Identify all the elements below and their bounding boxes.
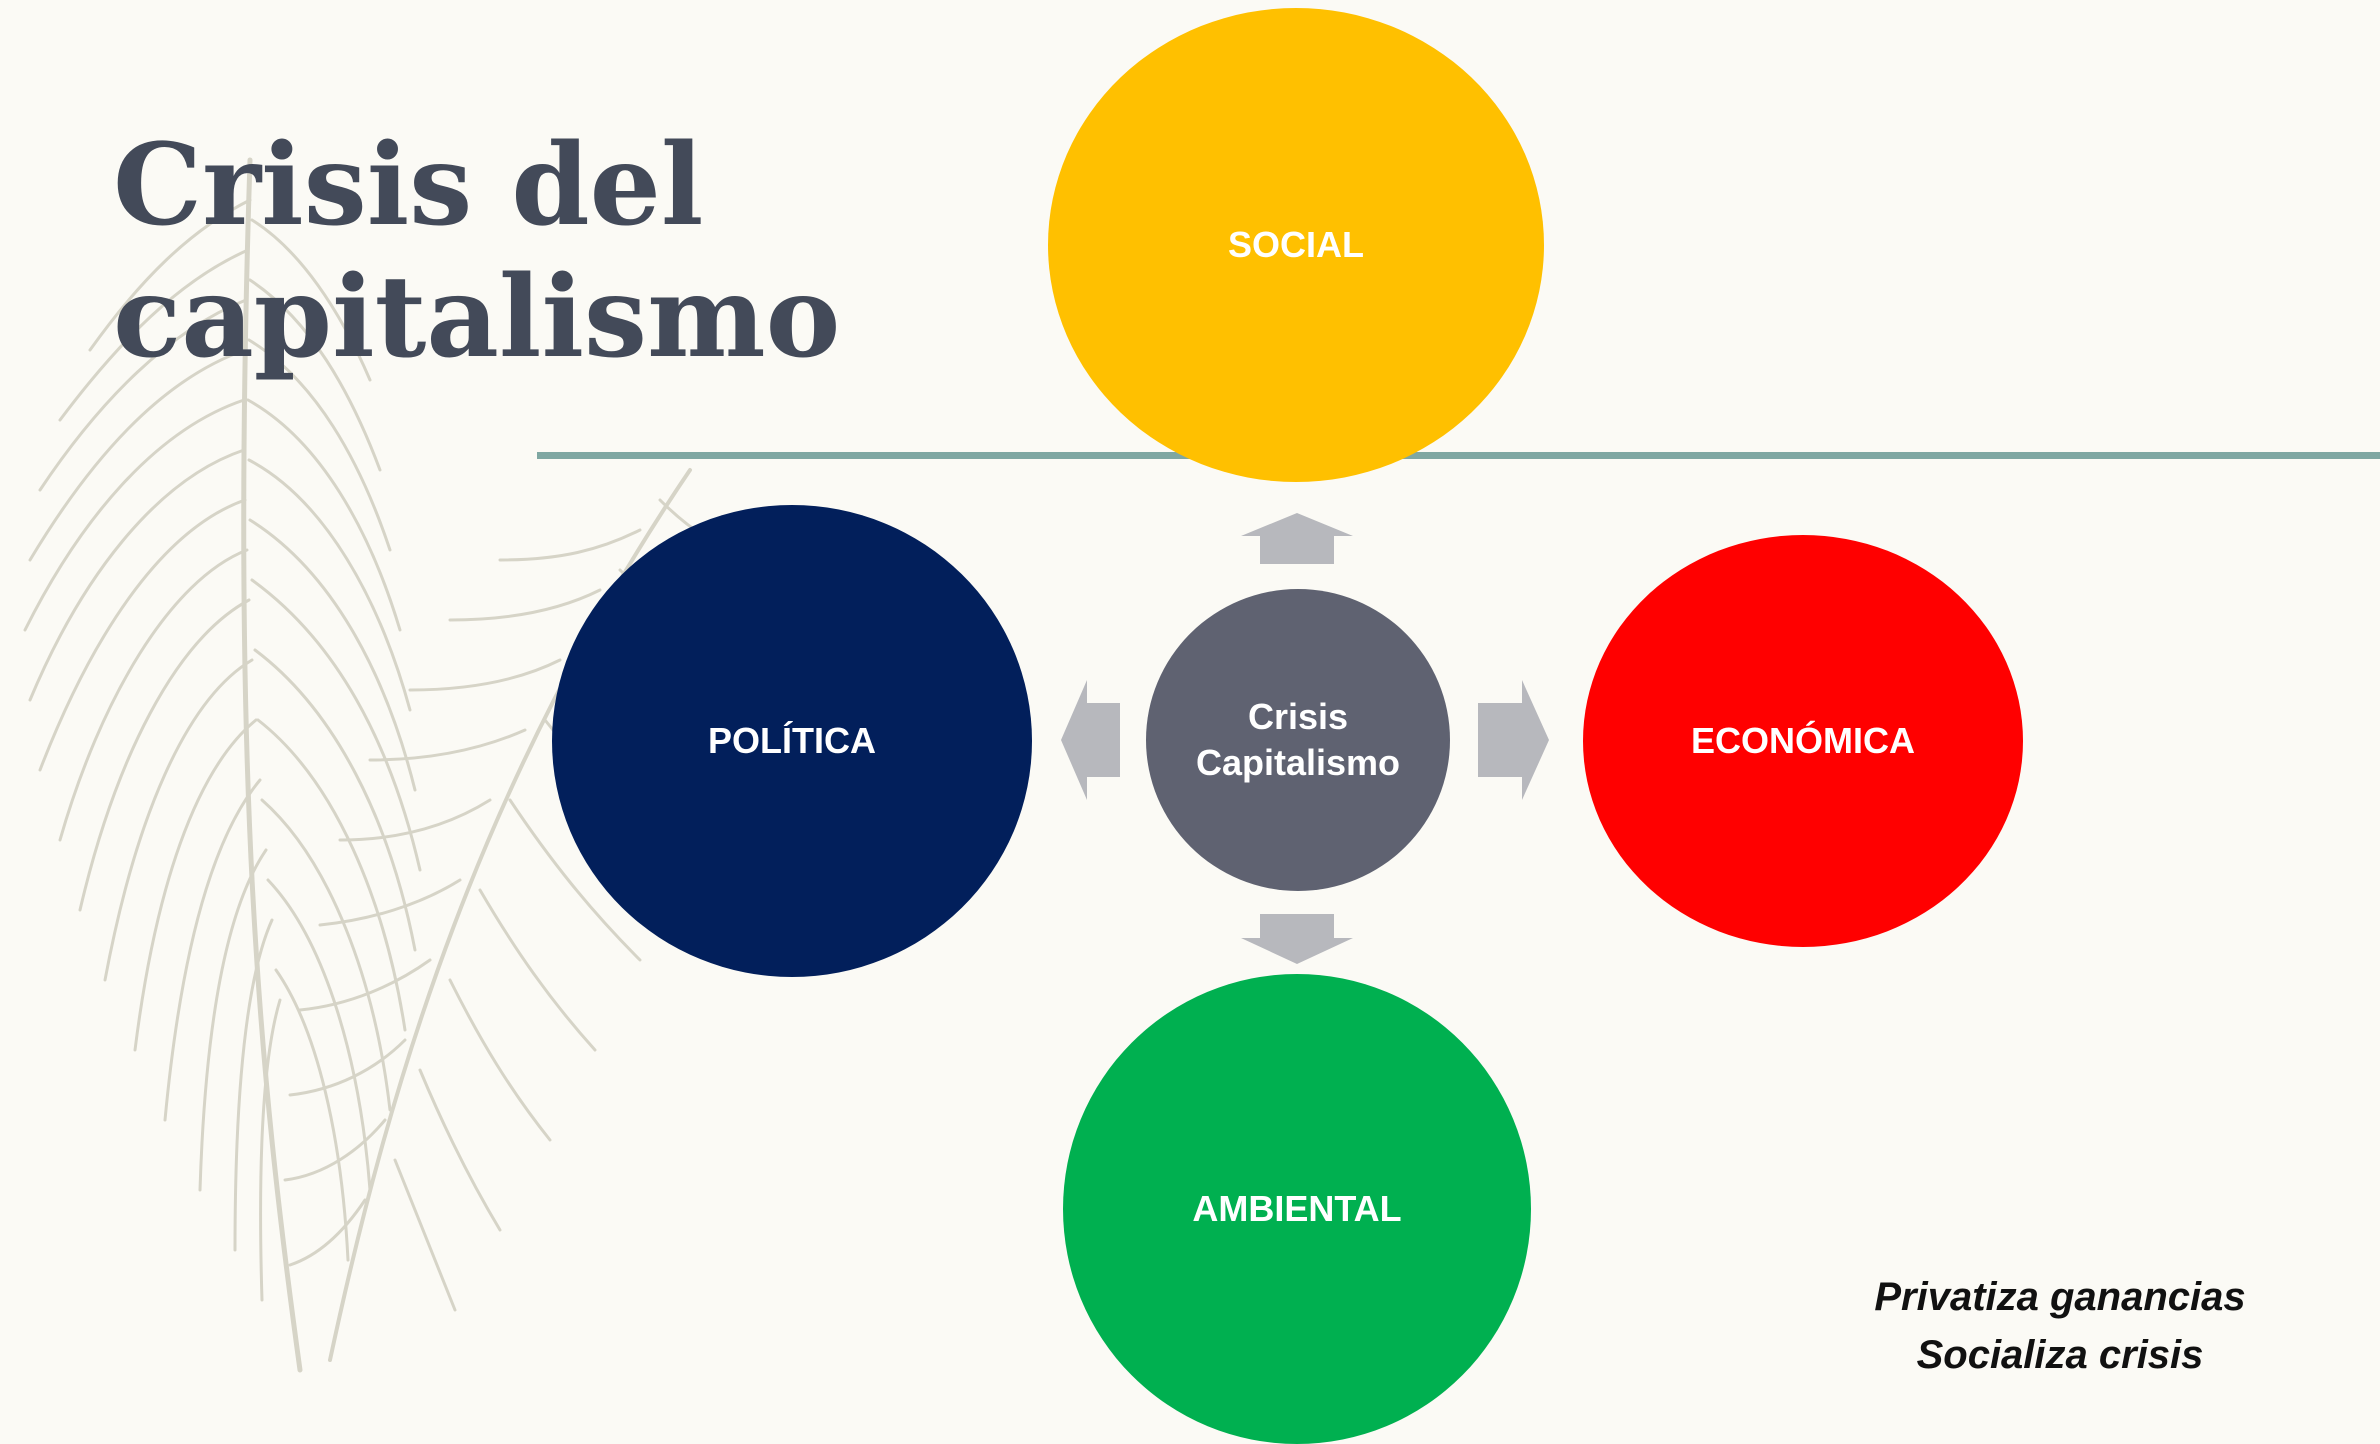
arrow-down-icon bbox=[1241, 914, 1353, 964]
node-social-label: SOCIAL bbox=[1227, 224, 1364, 265]
node-economica: ECONÓMICA bbox=[1583, 535, 2023, 947]
node-politica-label: POLÍTICA bbox=[708, 720, 876, 761]
node-ambiental-label: AMBIENTAL bbox=[1192, 1188, 1402, 1229]
node-center-line2: Capitalismo bbox=[1195, 742, 1401, 783]
tagline: Privatiza ganancias Socializa crisis bbox=[1840, 1268, 2280, 1384]
arrow-left-icon bbox=[1061, 680, 1120, 800]
arrow-right-icon bbox=[1478, 680, 1549, 800]
node-social: SOCIAL bbox=[1048, 8, 1544, 482]
arrow-up-icon bbox=[1241, 513, 1353, 564]
tagline-line2: Socializa crisis bbox=[1916, 1333, 2204, 1377]
node-center-line1: Crisis bbox=[1247, 696, 1349, 737]
node-politica: POLÍTICA bbox=[552, 505, 1032, 977]
slide-title: Crisis del capitalismo bbox=[113, 120, 841, 383]
tagline-line1: Privatiza ganancias bbox=[1874, 1275, 2246, 1319]
node-ambiental: AMBIENTAL bbox=[1063, 974, 1531, 1444]
horizontal-divider bbox=[537, 452, 2380, 459]
node-center: Crisis Capitalismo bbox=[1146, 589, 1450, 891]
node-economica-label: ECONÓMICA bbox=[1691, 720, 1915, 761]
